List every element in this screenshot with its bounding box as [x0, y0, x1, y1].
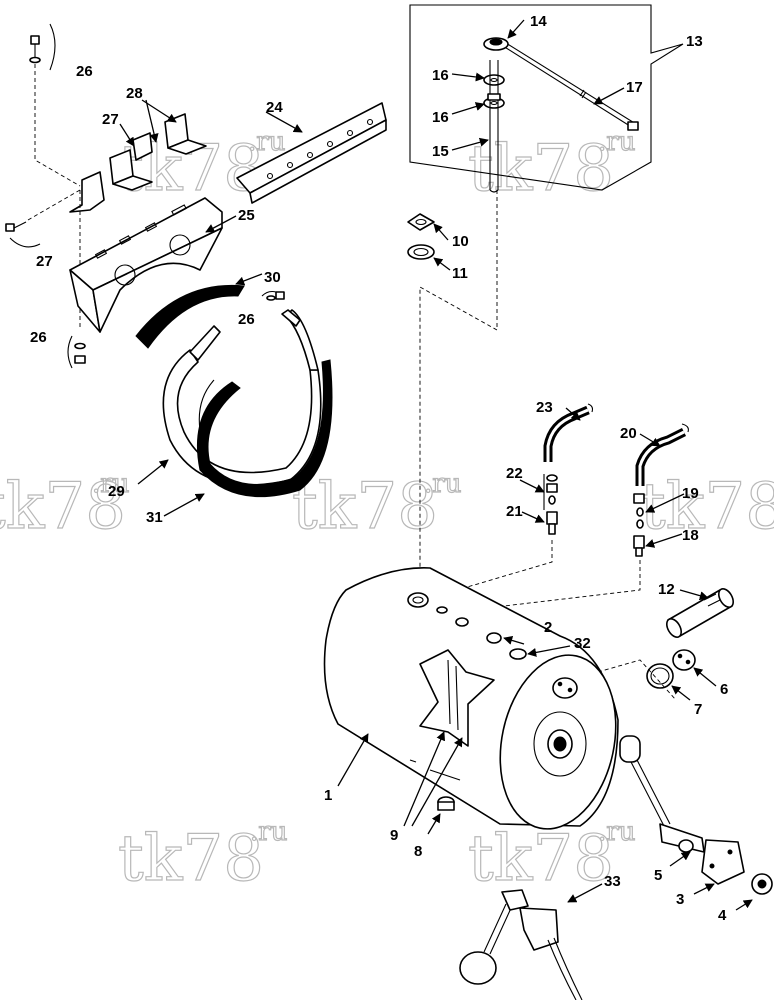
callout-1: 1: [324, 787, 332, 804]
gasket-10: [407, 213, 435, 231]
callout-29: 29: [108, 483, 125, 500]
svg-text:.ru: .ru: [250, 817, 287, 847]
callout-4: 4: [718, 907, 727, 924]
callout-10: 10: [452, 233, 469, 250]
svg-text:.ru: .ru: [598, 817, 635, 847]
ring-7: [646, 663, 674, 689]
callout-16b: 16: [432, 109, 449, 126]
callout-14: 14: [530, 13, 547, 30]
fuel-tank-1: [323, 567, 619, 830]
gasket-4: [751, 873, 773, 895]
callout-20: 20: [620, 425, 637, 442]
callout-22: 22: [506, 465, 523, 482]
fuel-hose-20: [635, 423, 689, 486]
nuts-26-left: [74, 342, 86, 364]
mount-bracket-25: [69, 197, 223, 333]
svg-text:tk78: tk78: [468, 822, 614, 896]
float-arm-tip: [627, 121, 639, 131]
svg-text:tk78: tk78: [292, 470, 438, 544]
gasket-11: [407, 244, 435, 260]
angle-brackets-28: [109, 113, 207, 191]
bracket-mark-26-top: [49, 23, 56, 71]
svg-text:.ru: .ru: [248, 127, 285, 157]
bolt-27-left: [5, 221, 27, 232]
watermark-mid-left: tk78 .ru: [0, 468, 130, 544]
callout-12: 12: [658, 581, 675, 598]
callout-26b: 26: [238, 311, 255, 328]
sender-inset-box: [409, 4, 684, 193]
fuel-hose-23: [543, 403, 594, 462]
svg-text:.ru: .ru: [92, 469, 129, 499]
callout-11: 11: [452, 265, 468, 282]
callout-13: 13: [686, 33, 703, 50]
callout-26c: 26: [30, 329, 47, 346]
callout-18: 18: [682, 527, 699, 544]
callout-30: 30: [264, 269, 281, 286]
callout-24: 24: [266, 99, 283, 116]
callout-27b: 27: [36, 253, 53, 270]
strap-31-insulator: [196, 359, 333, 498]
svg-text:tk78: tk78: [640, 470, 774, 544]
svg-text:tk78: tk78: [118, 822, 264, 896]
fitting-19-18: [633, 493, 645, 557]
watermark-top-right: tk78 .ru: [467, 126, 636, 206]
svg-text:.ru: .ru: [598, 127, 635, 157]
bracket-mark-27: [9, 237, 41, 248]
callout-21: 21: [506, 503, 523, 520]
callout-19: 19: [682, 485, 699, 502]
callout-2: 2: [544, 619, 552, 636]
callout-23: 23: [536, 399, 553, 416]
callout-17: 17: [626, 79, 643, 96]
watermark-bottom-left: tk78 .ru: [117, 816, 288, 896]
callout-28: 28: [126, 85, 143, 102]
sender-assembly-3: [619, 735, 745, 885]
callout-25: 25: [238, 207, 255, 224]
rail-bracket-24: [236, 102, 387, 204]
callout-26a: 26: [76, 63, 93, 80]
callout-6: 6: [720, 681, 728, 698]
callout-32: 32: [574, 635, 591, 652]
watermark-mid-center: tk78 .ru: [291, 468, 462, 544]
inset-link-line: [419, 190, 498, 598]
hanger-clip: [69, 171, 105, 213]
svg-text:tk78: tk78: [0, 470, 126, 544]
leader-lines: [119, 19, 753, 911]
strap-30-insulator: [135, 284, 245, 349]
callout-5: 5: [654, 867, 662, 884]
watermark-mid-right: tk78: [639, 469, 774, 544]
strap-bolt-26: [266, 291, 301, 327]
cap-6: [672, 649, 696, 671]
callout-16a: 16: [432, 67, 449, 84]
svg-text:tk78: tk78: [468, 132, 614, 206]
callout-33: 33: [604, 873, 621, 890]
callout-27a: 27: [102, 111, 119, 128]
drain-plug-8: [437, 796, 455, 811]
callout-8: 8: [414, 843, 422, 860]
bolt-26-top: [29, 35, 41, 64]
svg-text:.ru: .ru: [424, 469, 461, 499]
callout-31: 31: [146, 509, 163, 526]
sender-33: [459, 889, 583, 1000]
callout-15: 15: [432, 143, 449, 160]
strap-29: [162, 309, 322, 486]
callout-7: 7: [694, 701, 702, 718]
callout-3: 3: [676, 891, 684, 908]
callout-9: 9: [390, 827, 398, 844]
watermark-bottom-right: tk78 .ru: [467, 816, 636, 896]
fitting-22-21: [543, 474, 558, 535]
